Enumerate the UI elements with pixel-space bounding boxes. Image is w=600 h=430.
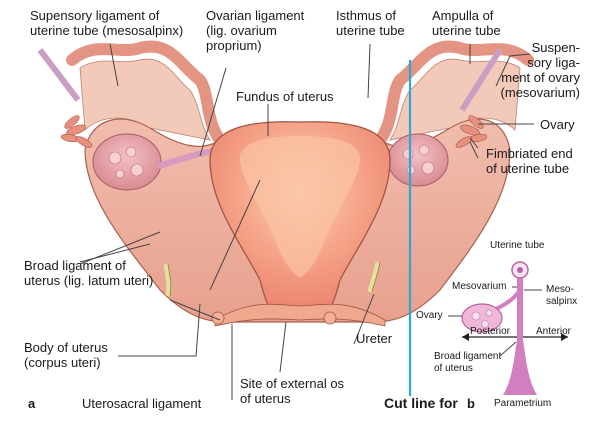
label-isthmus: Isthmus of uterine tube: [336, 8, 405, 38]
label-b-mesosalpinx: Meso- salpinx: [546, 284, 578, 307]
left-ovary: [92, 133, 162, 191]
label-broad-ligament: Broad ligament of uterus (lig. latum ute…: [24, 258, 154, 288]
label-suspensory-ligament-tube: Supensory ligament of uterine tube (meso…: [30, 8, 184, 38]
label-b-uterine-tube: Uterine tube: [490, 240, 545, 251]
label-ovarian-ligament: Ovarian ligament (lig. ovarium proprium): [206, 8, 305, 53]
label-external-os: Site of external os of uterus: [240, 376, 345, 406]
right-ureter-outline: [371, 261, 381, 293]
uterine-cavity: [239, 136, 361, 278]
leader-lines: [79, 43, 534, 400]
left-mesosalpinx: [79, 58, 211, 141]
panel-a-letter: a: [28, 396, 36, 411]
left-fimbriae: [60, 115, 93, 148]
panel-b-letter: b: [467, 396, 475, 411]
label-b-ovary: Ovary: [416, 310, 443, 321]
label-ampulla: Ampulla of uterine tube: [432, 8, 501, 38]
label-cut-line: Cut line for: [384, 395, 458, 411]
label-b-mesovarium: Mesovarium: [452, 281, 507, 292]
right-ureter: [367, 261, 381, 293]
panel-b-diagram: [448, 261, 568, 395]
right-ovary: [387, 133, 449, 187]
label-fundus: Fundus of uterus: [236, 89, 334, 104]
left-ovary-follicles: [108, 146, 144, 179]
right-uterosacral-node: [323, 311, 337, 325]
label-b-broad-ligament: Broad ligament of uterus: [434, 351, 502, 374]
label-suspensory-ligament-ovary: Suspen- sory liga- ment of ovary (mesova…: [500, 40, 580, 100]
left-suspensory-ligament: [37, 48, 81, 102]
label-fimbriated-end: Fimbriated end of uterine tube: [486, 146, 573, 176]
label-b-anterior: Anterior: [536, 326, 572, 337]
label-ovary: Ovary: [540, 117, 575, 132]
label-body-of-uterus: Body of uterus (corpus uteri): [24, 340, 108, 370]
right-mesosalpinx: [389, 58, 521, 141]
left-uterosacral-node: [211, 311, 225, 325]
right-fimbriae: [455, 115, 488, 148]
left-ureter: [163, 263, 172, 297]
left-uterine-tube: [66, 40, 226, 146]
right-suspensory-ligament: [459, 48, 503, 112]
right-ovary-follicles: [402, 144, 435, 175]
uterosacral-fold: [214, 303, 386, 327]
label-b-parametrium: Parametrium: [494, 398, 552, 409]
left-ureter-outline: [167, 263, 172, 297]
right-uterine-tube: [374, 40, 534, 146]
label-uterosacral: Uterosacral ligament: [82, 396, 202, 411]
label-ureter: Ureter: [356, 331, 393, 346]
label-b-posterior: Posterior: [470, 326, 511, 337]
